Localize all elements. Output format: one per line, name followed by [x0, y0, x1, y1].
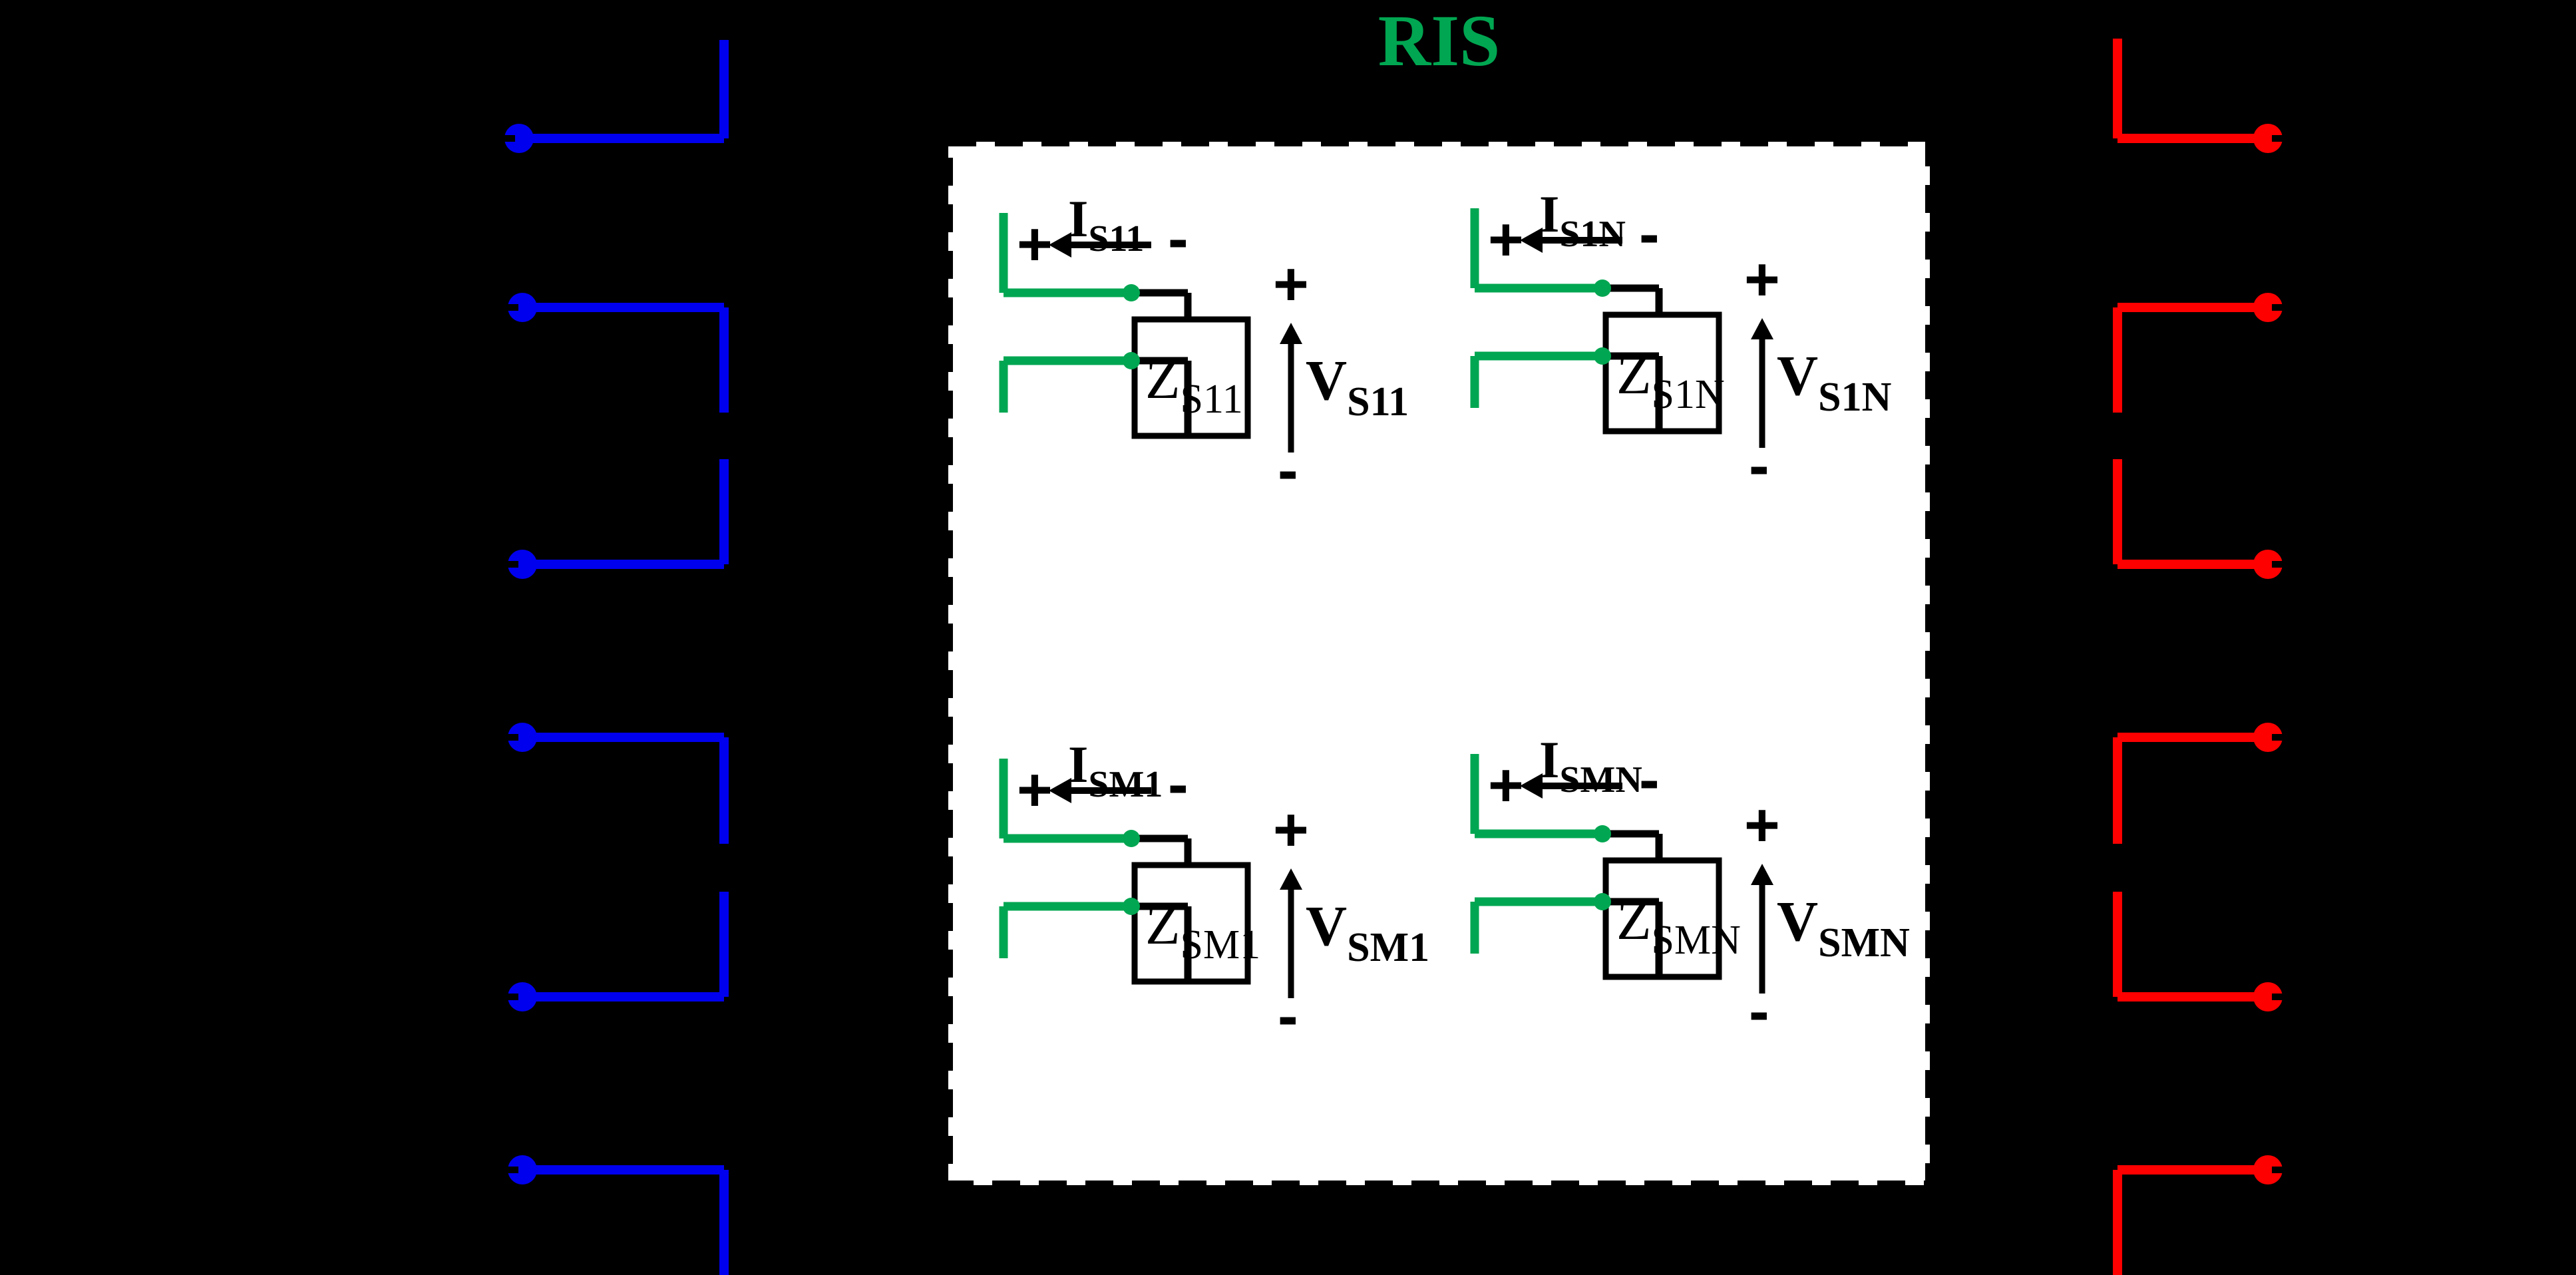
right-port-6 [2113, 1155, 2284, 1275]
cell-top-node-dot [1123, 284, 1140, 301]
cell-top-node-dot [1594, 279, 1611, 297]
left-port-terminal-notch [506, 734, 518, 741]
right-port-terminal[interactable] [2253, 550, 2283, 579]
current-minus-sign: - [1639, 200, 1660, 268]
left-port-terminal[interactable] [508, 550, 537, 579]
left-port-6 [506, 1155, 729, 1275]
left-port-terminal[interactable] [508, 723, 537, 752]
right-port-5 [2113, 892, 2284, 1011]
right-port-terminal[interactable] [2253, 723, 2283, 752]
left-port-terminal[interactable] [504, 124, 534, 153]
current-label: ISMN [1539, 731, 1642, 801]
voltage-minus-sign: - [1278, 437, 1298, 504]
left-port-3 [506, 459, 729, 579]
right-port-terminal-notch [2272, 1167, 2284, 1173]
right-port-3 [2113, 459, 2284, 579]
voltage-minus-sign: - [1749, 978, 1769, 1045]
right-port-terminal-notch [2272, 734, 2284, 741]
voltage-plus-sign: + [1744, 246, 1780, 313]
voltage-arrow-head [1280, 323, 1302, 344]
right-port-2 [2113, 293, 2284, 413]
current-plus-sign: + [1017, 756, 1053, 824]
cell-bottom-node-dot [1594, 347, 1611, 365]
right-port-terminal-notch [2272, 304, 2284, 311]
ris-panel [944, 137, 1934, 1190]
right-port-terminal[interactable] [2253, 982, 2283, 1011]
right-port-group [2113, 39, 2284, 1275]
cell-bottom-node-dot [1594, 893, 1611, 910]
voltage-arrow-head [1280, 868, 1302, 890]
right-port-terminal-notch [2272, 135, 2284, 142]
cell-top-node-dot [1123, 830, 1140, 847]
left-port-terminal[interactable] [508, 982, 537, 1011]
cell-top-node-dot [1594, 825, 1611, 842]
left-port-terminal-notch [506, 561, 518, 568]
right-port-terminal-notch [2272, 561, 2284, 568]
right-port-terminal-notch [2272, 994, 2284, 1000]
current-arrow-head [1049, 232, 1071, 258]
right-port-terminal[interactable] [2253, 1155, 2283, 1184]
current-minus-sign: - [1639, 746, 1660, 814]
right-port-terminal[interactable] [2253, 124, 2283, 153]
left-port-terminal-notch [503, 135, 515, 142]
right-port-terminal[interactable] [2253, 293, 2283, 322]
right-port-1 [2113, 39, 2284, 153]
left-port-terminal-notch [506, 304, 518, 311]
right-port-4 [2113, 723, 2284, 844]
current-plus-sign: + [1017, 210, 1053, 278]
voltage-plus-sign: + [1273, 250, 1309, 318]
current-arrow-head [1049, 778, 1071, 803]
voltage-minus-sign: - [1749, 432, 1769, 500]
current-plus-sign: + [1488, 206, 1524, 273]
page-title: RIS [1378, 0, 1500, 81]
voltage-arrow-head [1751, 864, 1773, 885]
left-port-terminal[interactable] [508, 1155, 537, 1184]
voltage-plus-sign: + [1744, 791, 1780, 859]
left-port-5 [506, 892, 729, 1011]
current-minus-sign: - [1168, 751, 1189, 819]
left-port-4 [506, 723, 729, 844]
left-port-terminal-notch [506, 994, 518, 1000]
current-arrow-head [1520, 773, 1543, 799]
cell-bottom-node-dot [1123, 352, 1140, 369]
left-port-terminal-notch [506, 1167, 518, 1173]
left-port-group [503, 40, 729, 1275]
voltage-minus-sign: - [1278, 982, 1298, 1050]
left-port-2 [506, 293, 729, 413]
cell-bottom-node-dot [1123, 898, 1140, 915]
left-port-1 [503, 40, 729, 153]
left-port-terminal[interactable] [508, 293, 537, 322]
voltage-plus-sign: + [1273, 796, 1309, 864]
current-minus-sign: - [1168, 205, 1189, 273]
current-arrow-head [1520, 228, 1543, 253]
current-plus-sign: + [1488, 751, 1524, 819]
voltage-arrow-head [1751, 318, 1773, 339]
